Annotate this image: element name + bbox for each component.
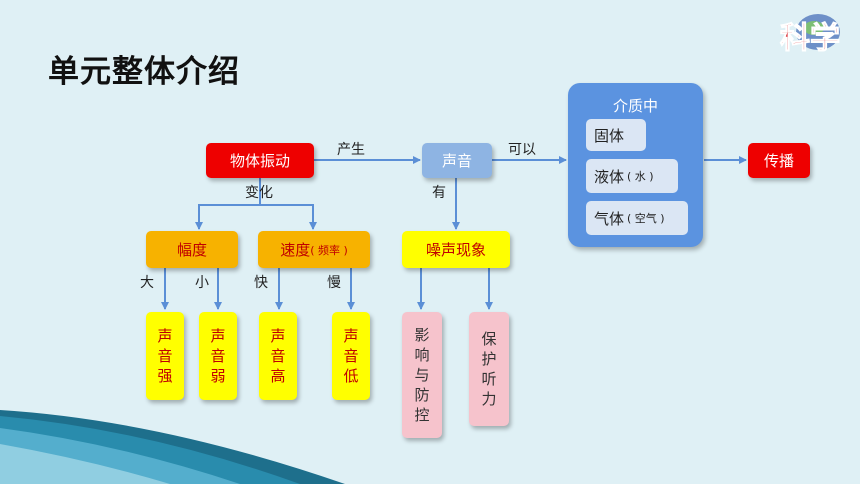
label-have: 有 [432,185,446,201]
logo-text: 科学 [780,21,840,56]
result-protect: 保护听力 [469,312,509,426]
result-loud: 声音强 [146,312,184,400]
node-vibration: 物体振动 [206,143,314,178]
arrow-speed [260,204,317,230]
label-fast: 快 [254,275,268,291]
medium-title: 介质中 [612,97,658,115]
gas-label: 气体 [594,209,625,228]
result-low: 声音低 [332,312,370,400]
node-speed: 速度( 频率 ) [258,231,370,268]
label-can: 可以 [508,142,536,158]
liquid-note: ( 水 ) [627,170,654,183]
medium-liquid: 液体( 水 ) [586,159,678,193]
result-weak: 声音弱 [199,312,237,400]
label-produce: 产生 [337,142,365,158]
science-logo: 科学 [778,8,848,58]
medium-gas: 气体( 空气 ) [586,201,688,235]
gas-note: ( 空气 ) [627,212,665,225]
node-propagate: 传播 [748,143,810,178]
label-slow: 慢 [327,275,341,291]
node-amplitude: 幅度 [146,231,238,268]
label-change: 变化 [245,185,273,201]
medium-panel: 介质中 固体 液体( 水 ) 气体( 空气 ) [568,83,703,247]
medium-solid: 固体 [586,119,646,151]
speed-note: ( 频率 ) [310,243,348,257]
decorative-swoosh [0,410,345,484]
arrow-amplitude [195,178,261,230]
speed-label: 速度 [280,241,311,259]
result-high: 声音高 [259,312,297,400]
label-big: 大 [140,275,154,291]
page-title: 单元整体介绍 [48,54,240,90]
liquid-label: 液体 [594,167,625,186]
result-affect: 影响与防控 [402,312,442,438]
label-small: 小 [195,275,209,291]
node-sound: 声音 [422,143,492,178]
node-noise: 噪声现象 [402,231,510,268]
